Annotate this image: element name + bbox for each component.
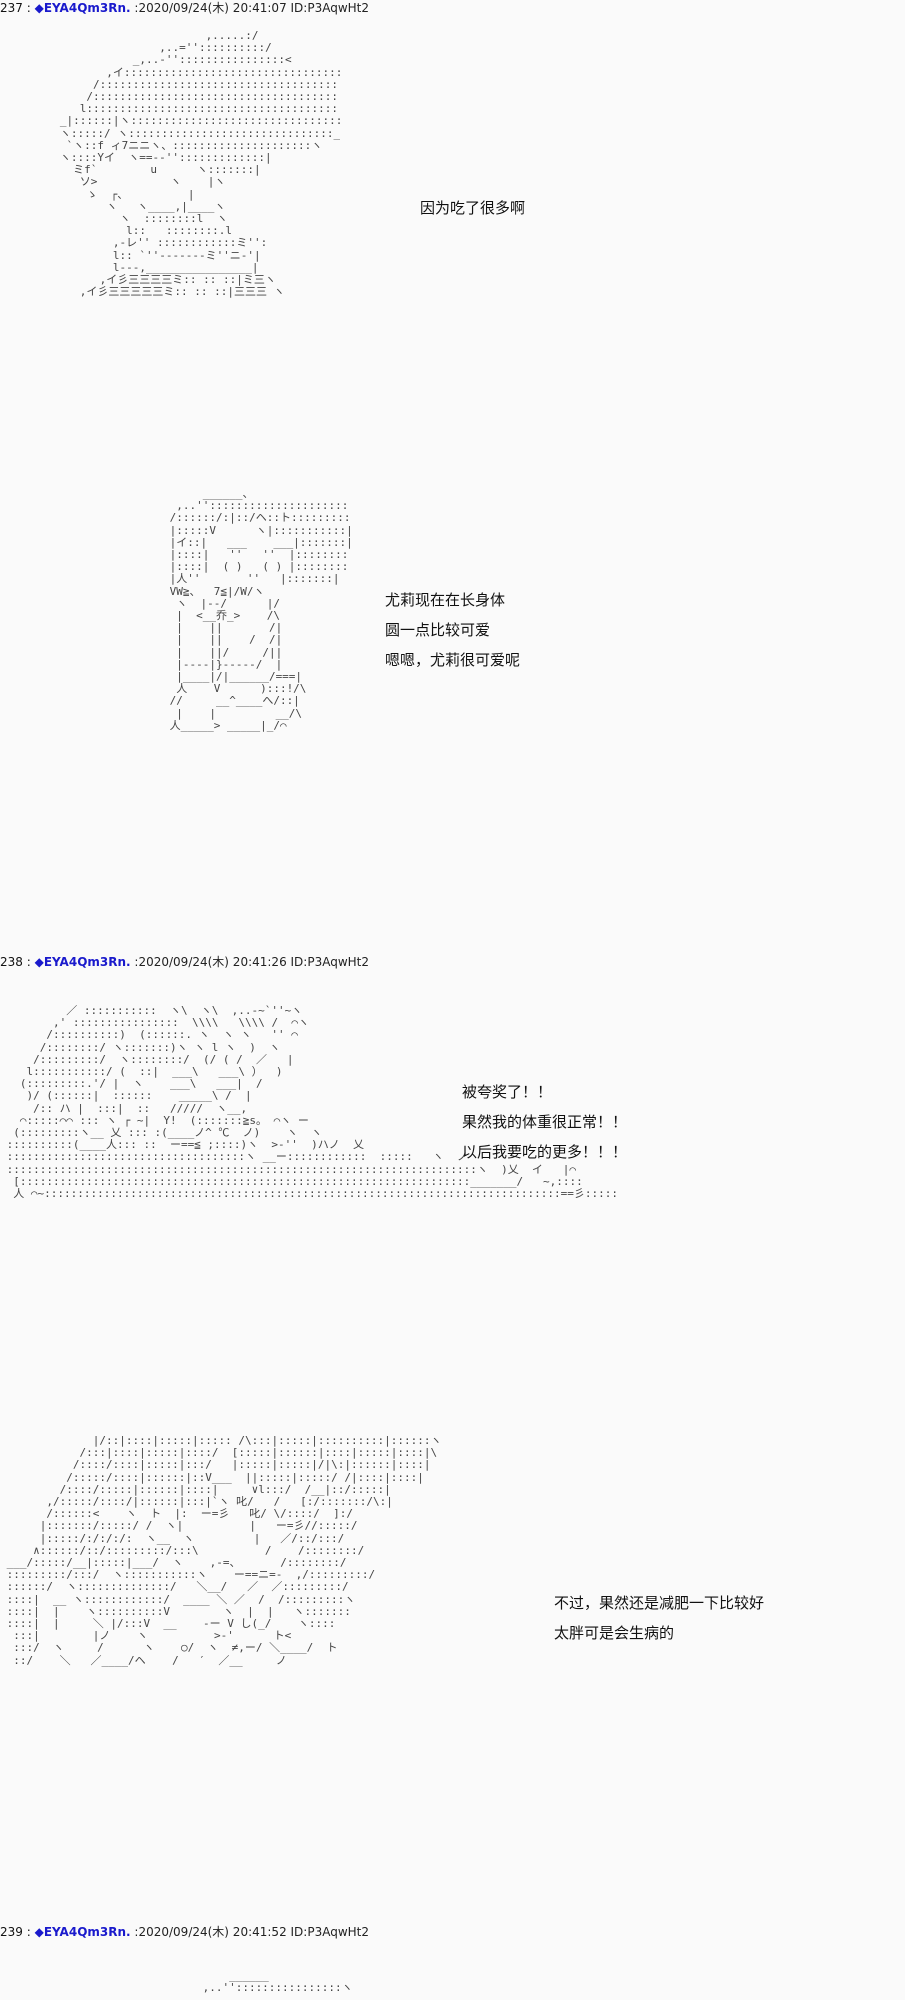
dialogue-line: 被夸奖了！！ xyxy=(462,1083,553,1101)
dialogue-line: 圆一点比较可爱 xyxy=(385,621,491,639)
post-meta: :2020/09/24(木) 20:41:26 ID:P3AqwHt2 xyxy=(134,955,370,969)
dialogue-line: 因为吃了很多啊 xyxy=(420,199,526,217)
post-number: 238 : xyxy=(0,955,31,969)
poster-name-link[interactable]: ◆EYA4Qm3Rn. xyxy=(34,955,131,969)
dialogue-line: 尤莉现在在长身体 xyxy=(385,591,506,609)
dialogue-block-238-1: 被夸奖了！！ 果然我的体重很正常！！ 以后我要吃的更多！！！ xyxy=(462,1077,627,1167)
post-number: 239 : xyxy=(0,1925,31,1939)
dialogue-line: 不过，果然还是减肥一下比较好 xyxy=(554,1594,765,1612)
ascii-art-yuri-standing: ______、 ,..''::::::::::::::::::::::::ヽ /… xyxy=(169,488,350,732)
dialogue-line: 果然我的体重很正常！！ xyxy=(462,1113,628,1131)
dialogue-block-238-2: 不过，果然还是减肥一下比较好 太胖可是会生病的 xyxy=(554,1588,764,1648)
post-number: 237 : xyxy=(0,1,31,15)
dialogue-block-237-2: 尤莉现在在长身体 圆一点比较可爱 嗯嗯，尤莉很可爱呢 xyxy=(385,585,520,675)
post-header-239: 239 : ◆EYA4Qm3Rn. :2020/09/24(木) 20:41:5… xyxy=(0,1925,369,1939)
post-header-238: 238 : ◆EYA4Qm3Rn. :2020/09/24(木) 20:41:2… xyxy=(0,955,369,969)
dialogue-block-237-1: 因为吃了很多啊 xyxy=(420,193,525,223)
post-header-237: 237 : ◆EYA4Qm3Rn. :2020/09/24(木) 20:41:0… xyxy=(0,1,369,15)
ascii-art-partial: ______ ,..''::::::::::::::::ヽ xyxy=(202,1970,353,1995)
post-meta: :2020/09/24(木) 20:41:07 ID:P3AqwHt2 xyxy=(134,1,370,15)
dialogue-line: 太胖可是会生病的 xyxy=(554,1624,675,1642)
poster-name-link[interactable]: ◆EYA4Qm3Rn. xyxy=(34,1925,131,1939)
poster-name-link[interactable]: ◆EYA4Qm3Rn. xyxy=(34,1,131,15)
ascii-art-yuri-happy: ／ ::::::::::: ヽ\ ヽ\ ,..-~`''~ヽ ,' ::::::… xyxy=(6,1005,619,1201)
dialogue-line: 以后我要吃的更多！！！ xyxy=(462,1143,628,1161)
dialogue-line: 嗯嗯，尤莉很可爱呢 xyxy=(385,651,521,669)
ascii-art-boy: ,.....:/ ,..=''::::::::::/ _,..-''::::::… xyxy=(59,30,340,299)
ascii-art-yuri-embarrassed: |/::|::::|:::::|::::: /\:::|:::::|::::::… xyxy=(6,1435,442,1667)
post-meta: :2020/09/24(木) 20:41:52 ID:P3AqwHt2 xyxy=(134,1925,370,1939)
